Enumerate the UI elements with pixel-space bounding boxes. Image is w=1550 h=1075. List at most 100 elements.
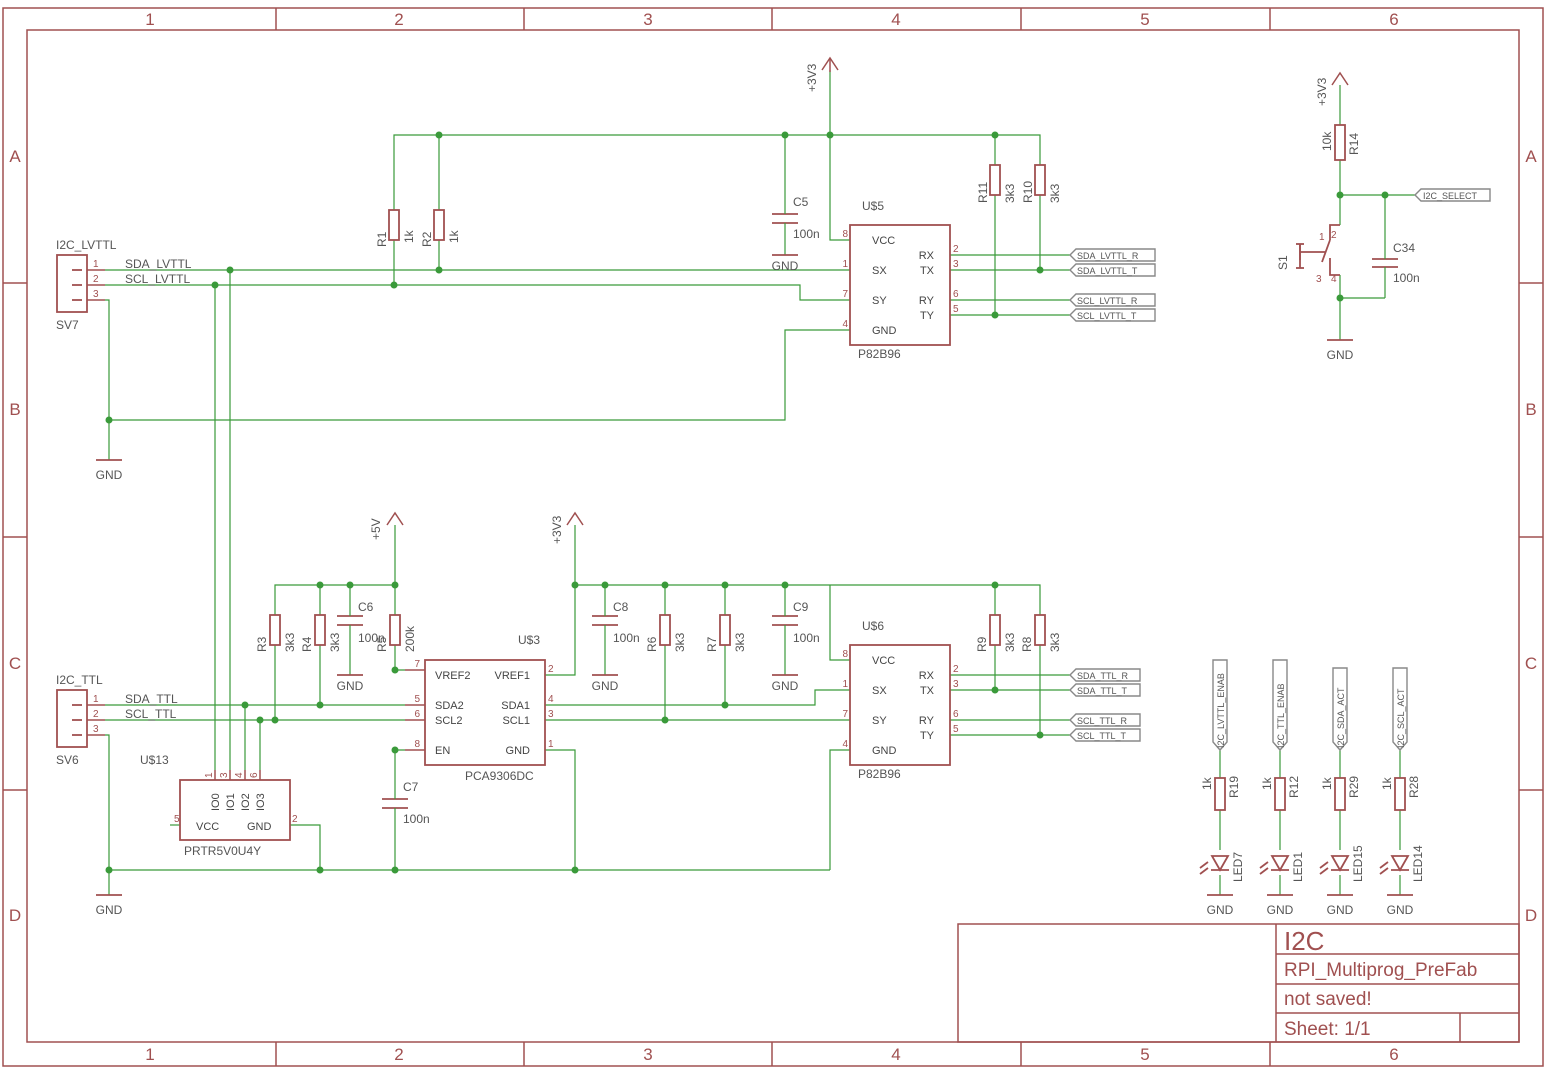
net-flag-label: SCL_LVTTL_T bbox=[1077, 311, 1137, 321]
capacitor-value: 100n bbox=[403, 812, 430, 826]
pin-label: VCC bbox=[872, 235, 895, 247]
gnd-label: GND bbox=[1327, 348, 1354, 362]
ic-u6-part: P82B96 bbox=[858, 767, 901, 781]
power-3v3-right: +3V3 bbox=[1315, 71, 1349, 106]
net-flag-i2c-select[interactable]: I2C_SELECT bbox=[1414, 188, 1491, 202]
net-flag-sda-lvttl-r[interactable]: SDA_LVTTL_R bbox=[1069, 248, 1156, 262]
pin-number: 2 bbox=[548, 664, 554, 675]
resistor-r28[interactable]: 1k R28 bbox=[1380, 776, 1421, 811]
capacitor-name: C7 bbox=[403, 780, 419, 794]
col-label-4-bottom: 4 bbox=[891, 1045, 900, 1064]
connector-sv6-name: SV6 bbox=[56, 753, 79, 767]
net-flag-led-sda[interactable]: I2C_SDA_ACT bbox=[1332, 667, 1348, 752]
resistor-r29[interactable]: 1k R29 bbox=[1320, 776, 1361, 811]
resistor-r7[interactable]: R7 3k3 bbox=[705, 614, 747, 652]
capacitor-c9[interactable]: C9 100n bbox=[772, 600, 820, 645]
net-flag-led-lvttl[interactable]: I2C_LVTTL_ENAB bbox=[1212, 659, 1228, 752]
ic-u13[interactable]: U$13 1 3 4 6 IO0 IO1 IO2 IO3 VCC GND 5 2… bbox=[140, 753, 298, 858]
led-led1[interactable]: LED1 bbox=[1259, 852, 1305, 882]
pin-number: 3 bbox=[953, 259, 959, 270]
resistor-r12[interactable]: 1k R12 bbox=[1260, 776, 1301, 811]
pin-label: SDA2 bbox=[435, 700, 464, 712]
pin-number: 8 bbox=[842, 649, 848, 660]
resistor-r9[interactable]: R9 3k3 bbox=[975, 614, 1017, 652]
net-flag-sda-ttl-t[interactable]: SDA_TTL_T bbox=[1069, 683, 1141, 697]
pin-number: 6 bbox=[249, 772, 260, 778]
gnd-symbol-s1: GND bbox=[1327, 339, 1354, 362]
pin-label: VREF1 bbox=[495, 670, 530, 682]
resistor-name: R7 bbox=[705, 636, 719, 652]
ic-u3[interactable]: U$3 VREF2 SDA2 SCL2 EN 7 5 6 8 VREF1 SDA… bbox=[405, 633, 554, 783]
net-flag-scl-lvttl-r[interactable]: SCL_LVTTL_R bbox=[1069, 293, 1156, 307]
resistor-r4[interactable]: R4 3k3 bbox=[300, 614, 342, 652]
switch-s1[interactable]: 1 2 3 4 S1 bbox=[1276, 224, 1340, 285]
gnd-symbol-led15: GND bbox=[1327, 894, 1354, 917]
pin-number: 8 bbox=[414, 739, 420, 750]
net-flag-sda-ttl-r[interactable]: SDA_TTL_R bbox=[1069, 668, 1141, 682]
ic-u6[interactable]: U$6 VCC SX SY GND 8 1 7 4 RX TX RY TY 2 … bbox=[842, 619, 959, 781]
col-label-6-bottom: 6 bbox=[1389, 1045, 1398, 1064]
resistor-name: R14 bbox=[1347, 133, 1361, 155]
pin-number: 5 bbox=[953, 724, 959, 735]
gnd-symbol-c6: GND bbox=[337, 674, 364, 693]
capacitor-c5[interactable]: C5 100n bbox=[772, 195, 820, 241]
pin-number: 5 bbox=[953, 304, 959, 315]
pin-number: 3 bbox=[93, 724, 99, 735]
col-label-4: 4 bbox=[891, 10, 900, 29]
resistor-value: 3k3 bbox=[673, 632, 687, 652]
resistor-r3[interactable]: R3 3k3 bbox=[255, 614, 297, 652]
resistor-r8[interactable]: R8 3k3 bbox=[1020, 614, 1062, 652]
resistor-name: R8 bbox=[1020, 636, 1034, 652]
ic-u5-part: P82B96 bbox=[858, 347, 901, 361]
net-flag-scl-ttl-r[interactable]: SCL_TTL_R bbox=[1069, 713, 1141, 727]
resistor-r2[interactable]: R2 1k bbox=[420, 209, 461, 247]
gnd-label: GND bbox=[772, 679, 799, 693]
resistor-r1[interactable]: R1 1k bbox=[375, 209, 416, 247]
resistor-value: 3k3 bbox=[1003, 183, 1017, 203]
capacitor-c34[interactable]: C34 100n bbox=[1372, 241, 1420, 285]
net-label-sda-lvttl: SDA_LVTTL bbox=[125, 257, 192, 271]
resistor-value: 200k bbox=[403, 625, 417, 652]
power-label-3v3-lower: +3V3 bbox=[550, 515, 564, 544]
capacitor-value: 100n bbox=[793, 631, 820, 645]
gnd-label: GND bbox=[96, 903, 123, 917]
power-5v: +5V bbox=[369, 511, 404, 540]
pin-label: SY bbox=[872, 295, 887, 307]
col-label-1-bottom: 1 bbox=[145, 1045, 154, 1064]
pin-label: IO1 bbox=[225, 793, 237, 811]
net-flag-scl-lvttl-t[interactable]: SCL_LVTTL_T bbox=[1069, 308, 1156, 322]
resistor-r11[interactable]: R11 3k3 bbox=[976, 164, 1017, 203]
pin-number: 4 bbox=[548, 694, 554, 705]
gnd-label: GND bbox=[592, 679, 619, 693]
net-flag-scl-ttl-t[interactable]: SCL_TTL_T bbox=[1069, 728, 1141, 742]
led-led7[interactable]: LED7 bbox=[1199, 852, 1245, 882]
resistor-r10[interactable]: R10 3k3 bbox=[1021, 164, 1062, 203]
pin-number: 1 bbox=[548, 739, 554, 750]
pin-label: EN bbox=[435, 745, 450, 757]
capacitor-c6[interactable]: C6 100n bbox=[337, 600, 385, 645]
ic-u5[interactable]: U$5 VCC SX SY GND 8 1 7 4 RX TX RY TY 2 … bbox=[842, 199, 959, 361]
pin-number: 1 bbox=[93, 259, 99, 270]
capacitor-c8[interactable]: C8 100n bbox=[592, 600, 640, 645]
net-flag-label: I2C_SDA_ACT bbox=[1336, 687, 1346, 748]
resistor-r19[interactable]: 1k R19 bbox=[1200, 776, 1241, 811]
net-flag-sda-lvttl-t[interactable]: SDA_LVTTL_T bbox=[1069, 263, 1156, 277]
resistor-r14[interactable]: 10k R14 bbox=[1320, 124, 1361, 161]
pin-number: 2 bbox=[93, 274, 99, 285]
pin-label: GND bbox=[872, 325, 897, 337]
led-led15[interactable]: LED15 bbox=[1319, 845, 1365, 882]
net-flag-label: SCL_LVTTL_R bbox=[1077, 296, 1138, 306]
capacitor-c7[interactable]: C7 100n bbox=[382, 780, 430, 826]
connector-sv7[interactable]: I2C_LVTTL 1 2 3 SV7 SDA_LVTTL SCL_LVTTL bbox=[56, 238, 192, 332]
connector-sv6[interactable]: I2C_TTL 1 2 3 SV6 SDA_TTL SCL_TTL bbox=[56, 673, 178, 767]
resistor-name: R6 bbox=[645, 636, 659, 652]
led-led14[interactable]: LED14 bbox=[1379, 845, 1425, 882]
resistor-r6[interactable]: R6 3k3 bbox=[645, 614, 687, 652]
net-flag-led-ttl[interactable]: I2C_TTL_ENAB bbox=[1272, 659, 1288, 752]
pin-label: RY bbox=[919, 295, 935, 307]
net-flag-led-scl[interactable]: I2C_SCL_ACT bbox=[1392, 667, 1408, 752]
resistor-r5[interactable]: R5 200k bbox=[375, 614, 417, 652]
pin-label: SY bbox=[872, 715, 887, 727]
pin-number: 4 bbox=[1331, 274, 1337, 285]
